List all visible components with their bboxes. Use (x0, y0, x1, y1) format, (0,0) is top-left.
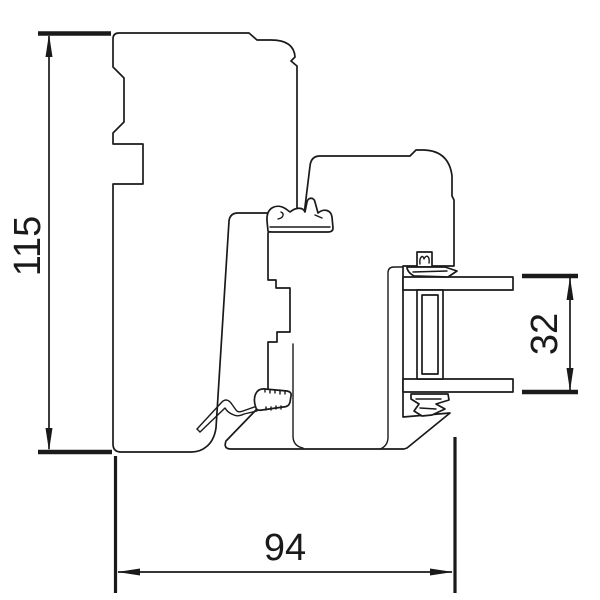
glazing-spacer-inner (421, 294, 439, 375)
gasket-body (266, 197, 334, 233)
dim-32-arrow-up (566, 277, 574, 300)
glass-pane-outer (402, 276, 514, 291)
dim-94-arrow-right (430, 568, 453, 576)
glazing-gasket-top (406, 251, 458, 278)
frame-sash-gasket (266, 197, 334, 233)
weatherstrip-arm-lower (199, 407, 258, 433)
glazing-gasket-bottom (410, 393, 450, 417)
dim-32-label: 32 (524, 313, 566, 355)
gasket-zigzag-detail (415, 398, 442, 410)
glazing-unit (402, 276, 514, 393)
gasket-block-detail (419, 255, 430, 265)
dim-115-label: 115 (7, 216, 49, 277)
weatherstrip-tip (196, 428, 201, 433)
gasket-detail (269, 211, 331, 228)
gasket-lip-detail (412, 270, 448, 273)
dimension-32: 32 (522, 273, 578, 395)
frame-profile (112, 32, 298, 453)
dim-94-arrow-left (117, 568, 140, 576)
dimension-94: 94 (113, 437, 457, 593)
glass-pane-inner (402, 378, 514, 393)
glazing-bead (379, 266, 404, 450)
gasket-zigzag (410, 393, 450, 417)
dim-32-arrow-down (566, 368, 574, 391)
weatherstrip-seal (196, 388, 293, 433)
dim-115-arrow-up (45, 34, 53, 57)
dim-94-label: 94 (264, 527, 306, 569)
sash-inner-contour (292, 343, 304, 449)
weatherstrip-arm-upper (196, 399, 258, 430)
dimension-115: 115 (7, 31, 112, 455)
frame-outline (112, 32, 298, 453)
weatherstrip-foot-ribs (264, 388, 286, 411)
weatherstrip-foot (253, 388, 293, 412)
dim-115-arrow-down (45, 428, 53, 451)
